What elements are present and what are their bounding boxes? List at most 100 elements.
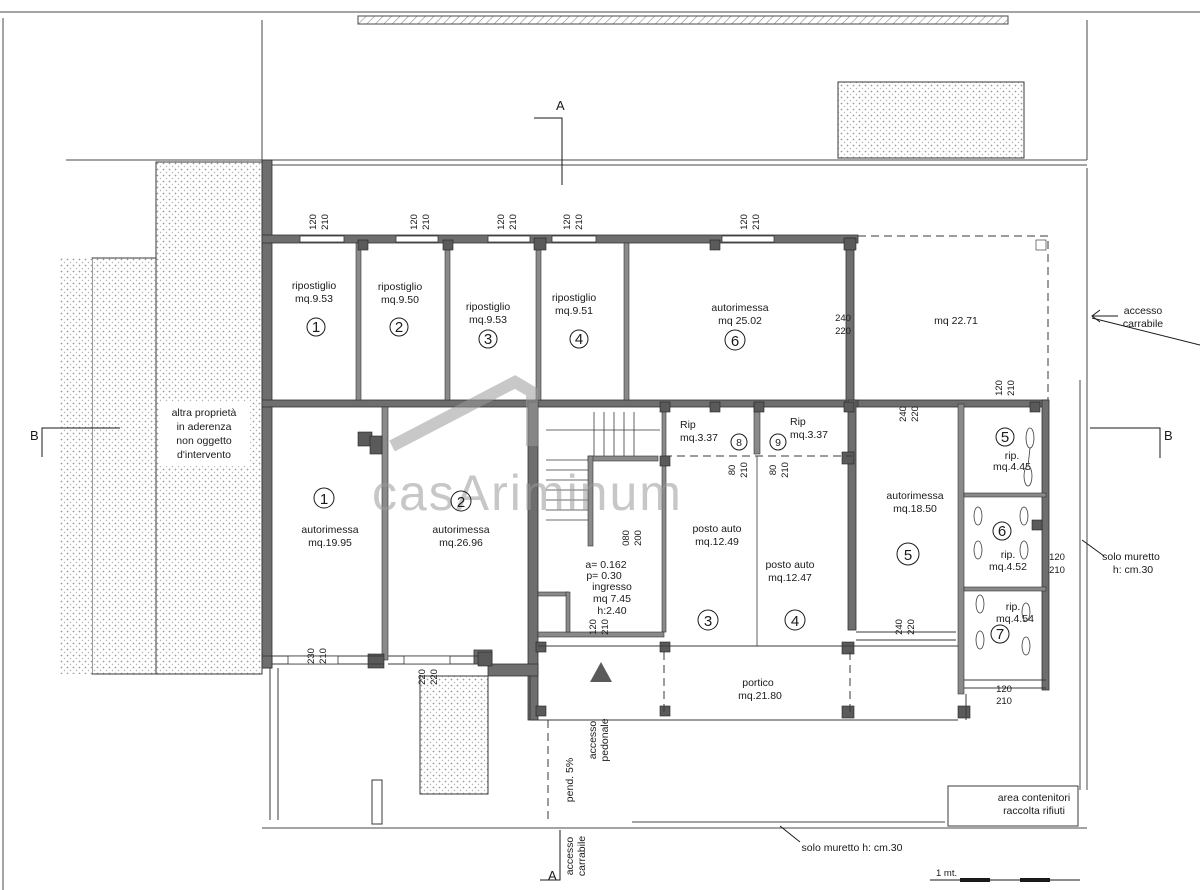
svg-text:120: 120 (409, 214, 420, 230)
leader-line (1081, 539, 1105, 557)
room-number: 6 (731, 333, 739, 350)
neighbor-label-2: in aderenza (177, 421, 232, 433)
low-wall-right-1: solo muretto (1102, 551, 1160, 563)
room-rip-7: rip. mq.4.54 7 (990, 601, 1034, 644)
svg-text:220: 220 (835, 326, 851, 337)
staircase (546, 412, 660, 521)
room-number: 5 (1001, 429, 1009, 446)
room-rip-9: Rip mq.3.37 9 (769, 416, 828, 451)
room-area: mq.4.54 (996, 613, 1034, 625)
room-name: rip. (1006, 601, 1021, 613)
svg-text:210: 210 (996, 696, 1012, 707)
svg-text:210: 210 (1006, 380, 1017, 396)
section-a-top: A (556, 98, 565, 113)
room-name: autorimessa (432, 524, 489, 536)
room-portico: portico mq.21.80 (738, 677, 782, 702)
waste-area-2: raccolta rifiuti (1003, 805, 1065, 817)
neighbor-label-1: altra proprietà (172, 407, 237, 419)
room-number: 2 (395, 319, 403, 336)
svg-text:210: 210 (780, 462, 791, 478)
room-name: ripostiglio (552, 292, 597, 304)
room-number: 8 (736, 437, 742, 449)
section-markers (41, 117, 1161, 881)
neighbor-label-4: d'intervento (177, 449, 231, 461)
svg-text:120: 120 (308, 214, 319, 230)
room-number: 3 (484, 331, 492, 348)
svg-text:240: 240 (835, 313, 851, 324)
section-b-left: B (30, 428, 39, 443)
room-number: 7 (996, 626, 1004, 643)
room-autorimessa-1: 1 autorimessa mq.19.95 (301, 487, 359, 549)
site-outline (0, 11, 1200, 890)
svg-text:120: 120 (588, 619, 599, 635)
scale-label: 1 mt. (936, 868, 957, 879)
svg-text:80: 80 (727, 465, 738, 476)
svg-text:210: 210 (508, 214, 519, 230)
room-area: mq.12.49 (695, 536, 739, 548)
room-posto-auto-3: posto auto mq.12.49 3 (692, 523, 742, 631)
svg-text:80: 80 (768, 465, 779, 476)
svg-text:080: 080 (621, 530, 632, 546)
dimension-labels: 120 210 120 210 120 210 120 210 120 210 … (306, 214, 1065, 707)
access-pedestrian-2: pedonale (599, 718, 611, 761)
watermark: casAriminum (372, 375, 683, 521)
room-name: ingresso (592, 581, 632, 593)
room-rip-6: 6 rip. mq.4.52 (989, 521, 1027, 573)
leader-line (779, 825, 801, 843)
wall-openings (287, 235, 775, 665)
entrance-arrow-icon (590, 662, 612, 682)
room-number: 4 (575, 331, 583, 348)
room-name: autorimessa (301, 524, 358, 536)
access-car-bottom-1: accesso (564, 837, 576, 876)
room-ripostiglio-4: ripostiglio mq.9.51 4 (552, 292, 597, 349)
room-number: 5 (904, 547, 912, 564)
room-name: ripostiglio (292, 280, 337, 292)
watermark-text: casAriminum (372, 465, 683, 521)
room-autorimessa-6: autorimessa mq 25.02 6 (711, 302, 769, 351)
room-ingresso: a= 0.162 p= 0.30 ingresso mq 7.45 h:2.40 (585, 559, 632, 617)
low-wall-bottom: solo muretto h: cm.30 (802, 842, 903, 854)
svg-text:240: 240 (898, 406, 909, 422)
room-area: mq.9.53 (469, 314, 507, 326)
room-area: mq 7.45 (593, 593, 631, 605)
section-b-right: B (1164, 428, 1173, 443)
partitions (355, 242, 1047, 695)
neighbor-label-3: non oggetto (176, 435, 232, 447)
open-area-label: mq 22.71 (934, 315, 978, 327)
access-car-right-2: carrabile (1123, 318, 1163, 330)
room-name: posto auto (765, 559, 814, 571)
room-area: mq.9.51 (555, 305, 593, 317)
thin-outlines (269, 631, 1079, 827)
svg-text:120: 120 (1049, 552, 1065, 563)
room-number: 4 (791, 613, 799, 630)
svg-text:120: 120 (562, 214, 573, 230)
room-area: mq.4.52 (989, 561, 1027, 573)
svg-text:200: 200 (633, 530, 644, 546)
room-number: 1 (312, 319, 320, 336)
room-name: ripostiglio (466, 301, 511, 313)
svg-text:240: 240 (894, 619, 905, 635)
svg-text:230: 230 (306, 648, 317, 664)
room-number: 3 (704, 613, 712, 630)
room-name: ripostiglio (378, 281, 423, 293)
stair-tread: p= 0.30 (586, 570, 621, 582)
dashed-outlines (547, 235, 1049, 820)
room-ripostiglio-2: ripostiglio mq.9.50 2 (378, 281, 423, 337)
svg-text:210: 210 (751, 214, 762, 230)
room-name: Rip (680, 419, 696, 431)
room-rip-8: Rip mq.3.37 8 (680, 419, 748, 451)
room-area: mq 25.02 (718, 315, 762, 327)
room-name: portico (742, 677, 774, 689)
room-area: mq.19.95 (308, 537, 352, 549)
room-area: mq.21.80 (738, 690, 782, 702)
bicycle-icon (973, 427, 1035, 656)
svg-text:210: 210 (320, 214, 331, 230)
svg-text:120: 120 (739, 214, 750, 230)
pillars (357, 237, 1047, 719)
room-area: mq.9.50 (381, 294, 419, 306)
scale-bar: 1 mt. (930, 868, 1080, 882)
room-ripostiglio-3: ripostiglio mq.9.53 3 (466, 301, 511, 349)
room-area: mq.12.47 (768, 572, 812, 584)
room-name: rip. (1005, 450, 1020, 462)
